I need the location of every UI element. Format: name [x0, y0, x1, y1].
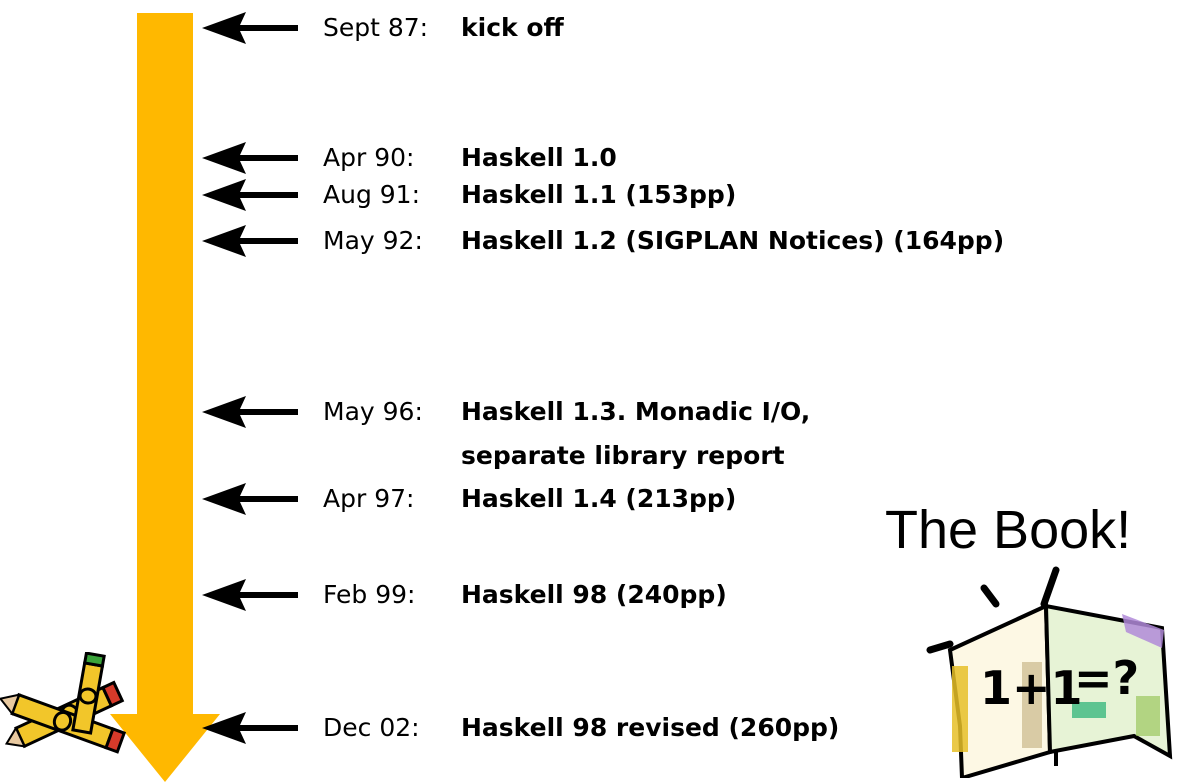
left-arrow-icon	[202, 712, 298, 744]
event-text-continuation: separate library report	[461, 441, 785, 470]
svg-text:1+1: 1+1	[980, 661, 1083, 715]
pencils-icon	[0, 652, 127, 754]
timeline-bar	[137, 13, 193, 715]
book-title: The Book!	[885, 500, 1132, 560]
left-arrow-icon	[202, 225, 298, 257]
left-arrow-icon	[202, 12, 298, 44]
event-text: Haskell 1.0	[461, 143, 617, 172]
event-text: Haskell 1.4 (213pp)	[461, 484, 737, 513]
left-arrow-icon	[202, 179, 298, 211]
event-text: Haskell 98 (240pp)	[461, 580, 727, 609]
left-arrow-icon	[202, 396, 298, 428]
event-text: Haskell 98 revised (260pp)	[461, 713, 840, 742]
event-date: May 96:	[323, 397, 423, 426]
event-text: Haskell 1.1 (153pp)	[461, 180, 737, 209]
event-text: Haskell 1.2 (SIGPLAN Notices) (164pp)	[461, 226, 1005, 255]
event-date: May 92:	[323, 226, 423, 255]
open-book-icon: 1+1 =?	[926, 566, 1173, 778]
event-date: Apr 90:	[323, 143, 415, 172]
left-arrow-icon	[202, 483, 298, 515]
event-date: Sept 87:	[323, 13, 429, 42]
timeline-arrowhead	[110, 714, 220, 782]
event-date: Dec 02:	[323, 713, 420, 742]
left-arrow-icon	[202, 142, 298, 174]
event-date: Feb 99:	[323, 580, 416, 609]
event-text: Haskell 1.3. Monadic I/O,	[461, 397, 811, 426]
svg-text:=?: =?	[1074, 651, 1139, 705]
event-text: kick off	[461, 13, 564, 42]
event-date: Aug 91:	[323, 180, 420, 209]
left-arrow-icon	[202, 579, 298, 611]
event-date: Apr 97:	[323, 484, 415, 513]
